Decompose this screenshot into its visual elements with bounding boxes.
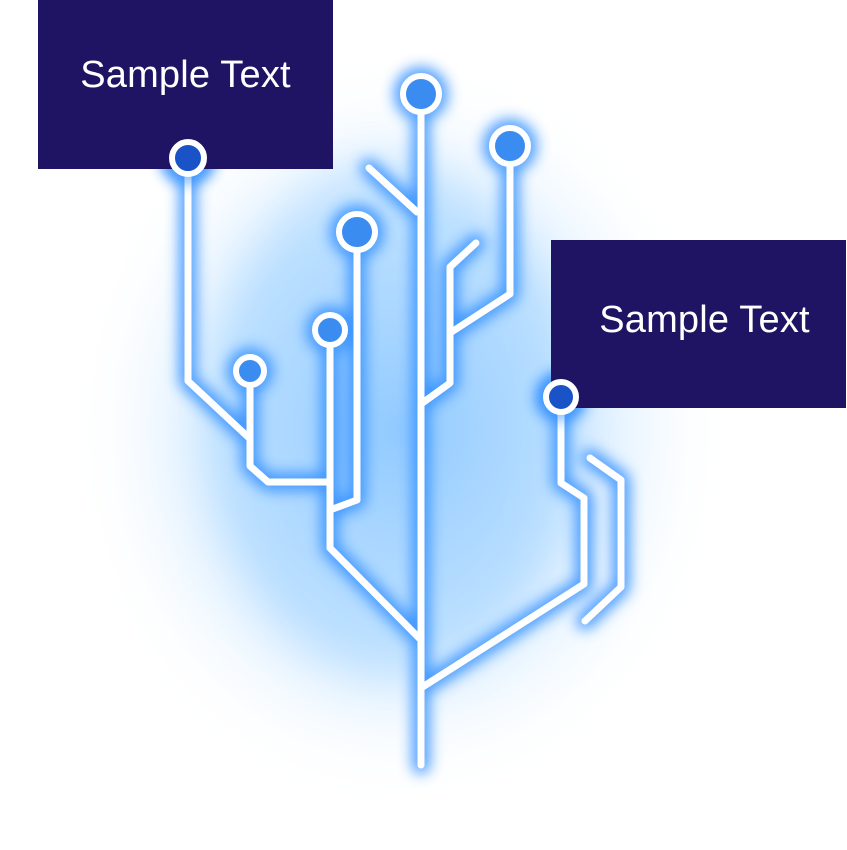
branch-right-upper bbox=[417, 239, 480, 408]
node-far-left bbox=[233, 354, 267, 388]
branch-left-low bbox=[246, 384, 330, 486]
branch-right-lower bbox=[417, 409, 588, 692]
branch-right-node bbox=[446, 161, 514, 337]
node-upper-right bbox=[489, 125, 531, 167]
node-mid-left bbox=[336, 211, 378, 253]
node-top bbox=[400, 73, 442, 115]
label-box-top-left: Sample Text bbox=[38, 0, 333, 169]
label-box-right: Sample Text bbox=[551, 240, 846, 408]
branch-short-left bbox=[365, 164, 421, 216]
branch-left-main bbox=[326, 345, 425, 644]
branch-left-far bbox=[184, 172, 252, 441]
circuit-traces bbox=[184, 108, 625, 769]
ambient-glow-inner bbox=[210, 160, 570, 680]
circuit-nodes bbox=[233, 73, 531, 388]
branch-right-bracket bbox=[581, 454, 625, 625]
label-text-top-left: Sample Text bbox=[80, 54, 291, 96]
branch-left-mid bbox=[326, 247, 361, 514]
node-left bbox=[312, 312, 348, 348]
label-text-right: Sample Text bbox=[599, 298, 810, 341]
